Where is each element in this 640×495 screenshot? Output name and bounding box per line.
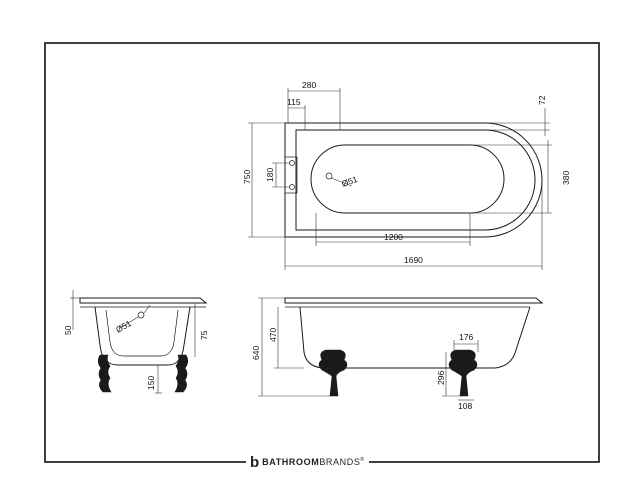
dim-waste-end: Ø51 [114,318,133,335]
dim-180: 180 [265,168,275,182]
brand-name-bold: BATHROOM [262,457,320,467]
dim-75: 75 [199,330,209,340]
end-foot-right [174,354,189,393]
side-view: 640 470 176 296 108 [251,297,544,411]
end-body [94,306,191,366]
side-rim [284,297,544,304]
dim-1690: 1690 [404,255,423,265]
plan-view: 280 115 72 750 180 Ø51 380 1200 1690 [242,80,571,270]
plan-inner-rim [295,129,536,231]
brand-name-light: BRANDS [319,457,361,467]
drawing-border [44,42,600,463]
brand-footer: b BATHROOMBRANDS® [246,453,369,471]
dim-waste-plan: Ø51 [340,174,359,189]
registered-mark: ® [360,457,365,463]
plan-tap-plate [284,156,298,194]
dim-1200: 1200 [384,232,403,242]
side-foot-left [318,349,348,397]
dim-50: 50 [63,325,73,335]
plan-waste [325,172,333,180]
brand-name: BATHROOMBRANDS® [262,457,365,467]
dim-72: 72 [537,95,547,105]
dim-640: 640 [251,346,261,360]
dim-150: 150 [146,376,156,390]
end-foot-left [97,354,112,393]
side-foot-right [448,349,478,397]
dim-280: 280 [302,80,316,90]
side-body [299,306,531,369]
dim-115: 115 [287,97,301,107]
brand-logo-icon: b [250,453,260,471]
plan-outer-rim [284,122,543,238]
end-view: 50 Ø51 75 150 [63,290,209,394]
dim-296: 296 [436,371,446,385]
tap-hole-upper [289,160,295,166]
dim-176: 176 [459,332,473,342]
end-waste [137,311,145,319]
end-rim [79,297,208,304]
tap-hole-lower [289,184,295,190]
dim-470: 470 [268,328,278,342]
dim-108: 108 [458,401,472,411]
dim-380: 380 [561,171,571,185]
dim-750: 750 [242,170,252,184]
